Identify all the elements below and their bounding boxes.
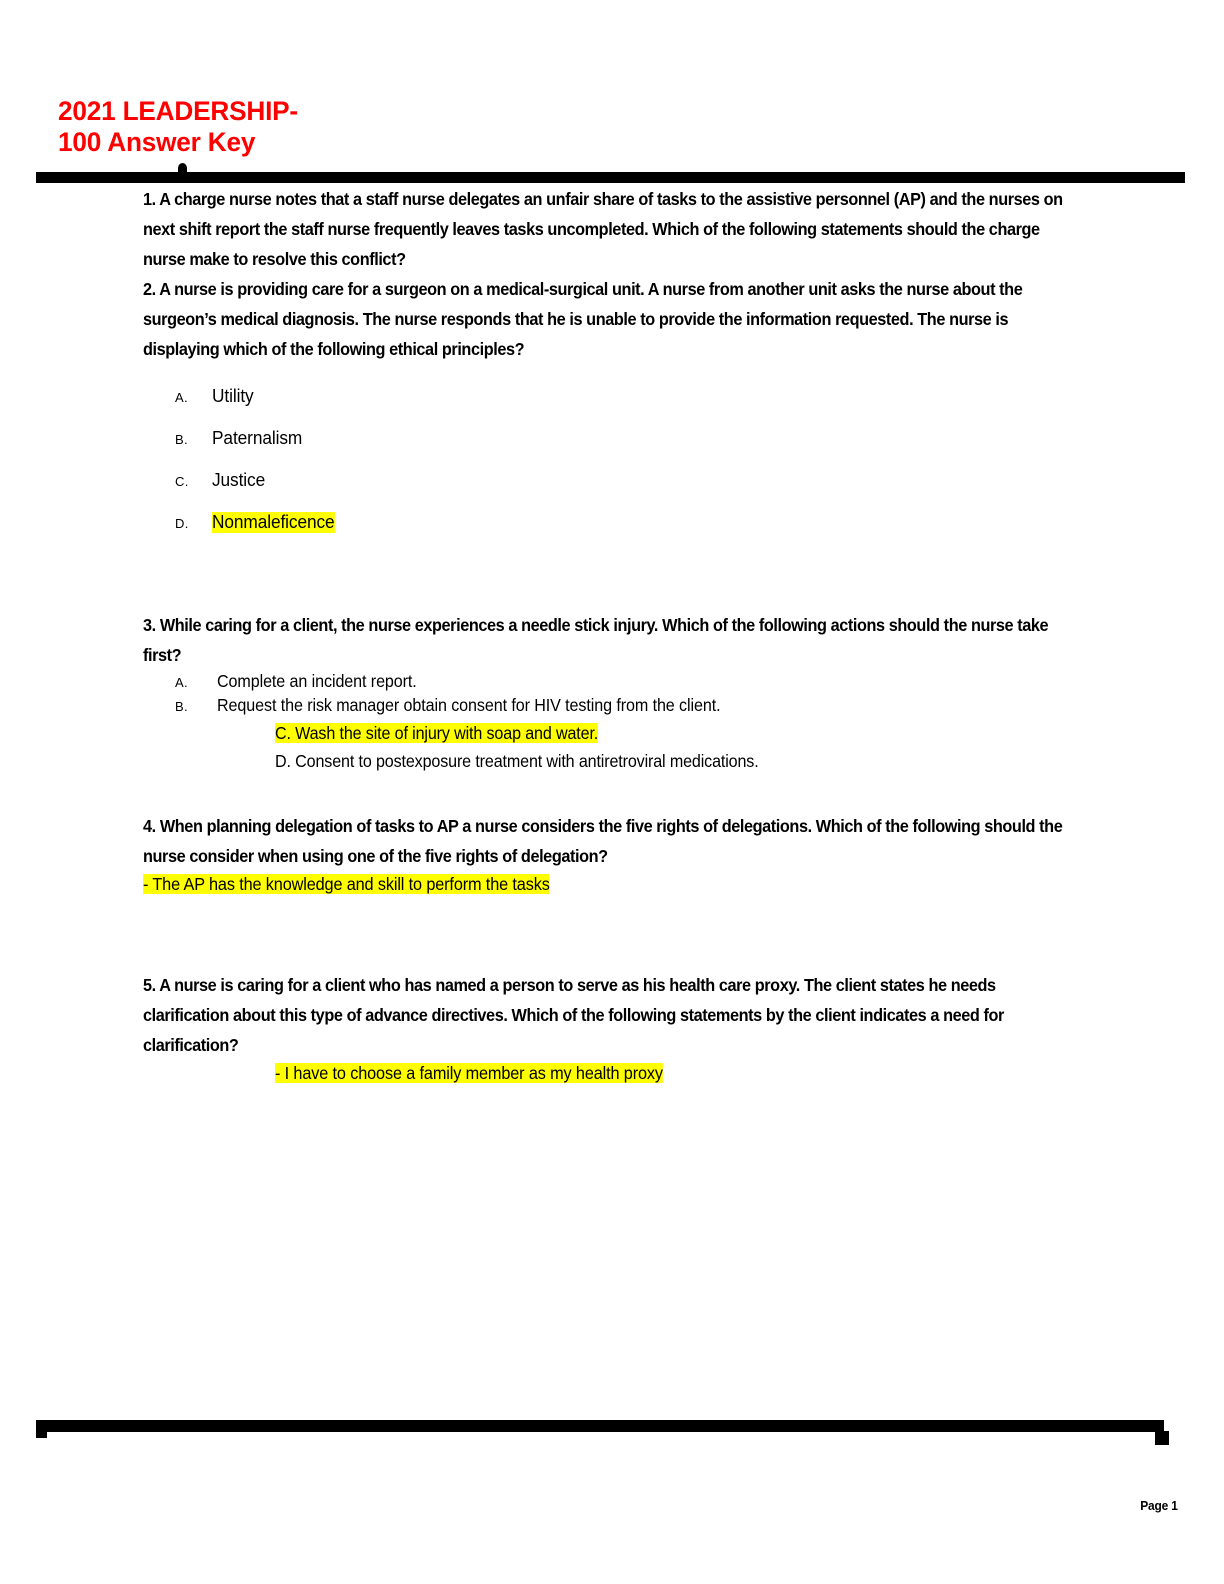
answer-text-highlighted: - I have to choose a family member as my… [275, 1063, 663, 1083]
answer-text-highlighted: - The AP has the knowledge and skill to … [143, 874, 550, 894]
option-label: Complete an incident report. [217, 671, 417, 691]
option-label: Justice [212, 470, 266, 490]
option-row[interactable]: A. Utility [175, 386, 1073, 407]
question-2-options: A. Utility B. Paternalism C. Justice D. … [175, 386, 1073, 533]
option-letter: A. [175, 675, 188, 690]
option-letter: B. [175, 432, 188, 447]
question-4-answer[interactable]: - The AP has the knowledge and skill to … [143, 871, 1008, 898]
question-3-text: 3. While caring for a client, the nurse … [143, 615, 1049, 665]
page-number: Page 1 [1140, 1498, 1179, 1513]
option-row[interactable]: B. Request the risk manager obtain conse… [175, 695, 1073, 716]
section-spacer [143, 554, 1073, 610]
section-spacer [143, 898, 1073, 954]
section-spacer [143, 775, 1073, 811]
section-spacer [143, 954, 1073, 970]
question-2-text: 2. A nurse is providing care for a surge… [143, 279, 1023, 359]
header-divider-nub [178, 163, 187, 173]
option-row[interactable]: C. Justice [175, 470, 1073, 491]
footer-divider-right-nub [1155, 1431, 1169, 1445]
option-label: Request the risk manager obtain consent … [217, 695, 721, 715]
footer-divider-left-nub [36, 1431, 47, 1438]
option-label-highlighted: C. Wash the site of injury with soap and… [275, 723, 599, 743]
question-5-answer[interactable]: - I have to choose a family member as my… [275, 1060, 1017, 1087]
option-row[interactable]: D. Nonmaleficence [175, 512, 1073, 533]
question-3-options-ab: A. Complete an incident report. B. Reque… [175, 671, 1073, 716]
question-3-options-cd: C. Wash the site of injury with soap and… [275, 719, 1073, 775]
header-divider-bar [36, 172, 1185, 183]
option-row[interactable]: C. Wash the site of injury with soap and… [275, 719, 1009, 747]
footer-divider-bar [36, 1420, 1164, 1432]
question-4-text: 4. When planning delegation of tasks to … [143, 816, 1063, 866]
question-5-text: 5. A nurse is caring for a client who ha… [143, 975, 1004, 1055]
option-label: Paternalism [212, 428, 303, 448]
option-letter: D. [175, 516, 189, 531]
question-1-text: 1. A charge nurse notes that a staff nur… [143, 189, 1063, 269]
option-letter: C. [175, 474, 189, 489]
option-label: D. Consent to postexposure treatment wit… [275, 751, 759, 771]
option-letter: A. [175, 390, 188, 405]
option-row[interactable]: A. Complete an incident report. [175, 671, 1073, 692]
document-body: 1. A charge nurse notes that a staff nur… [143, 184, 1073, 1087]
option-letter: B. [175, 699, 188, 714]
option-label-highlighted: Nonmaleficence [212, 512, 335, 533]
option-row[interactable]: B. Paternalism [175, 428, 1073, 449]
option-row[interactable]: D. Consent to postexposure treatment wit… [275, 747, 1009, 775]
option-label: Utility [212, 386, 254, 406]
document-title: 2021 LEADERSHIP- 100 Answer Key [58, 96, 298, 157]
